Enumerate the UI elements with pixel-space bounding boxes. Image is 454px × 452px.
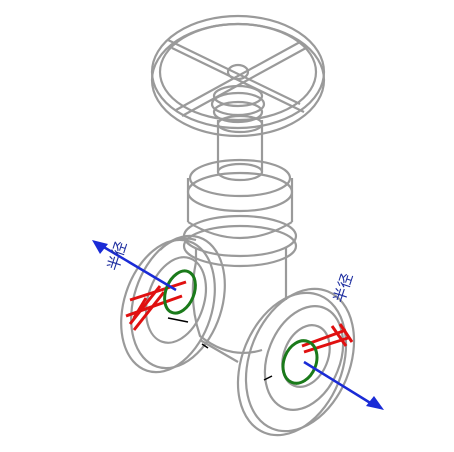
axis-arrow-left [92, 240, 177, 292]
valve-bonnet [182, 158, 298, 268]
flange-right [236, 287, 356, 437]
axis-arrow-right [303, 360, 384, 410]
handwheel [150, 14, 326, 138]
flange-left [120, 234, 226, 374]
valve-stem [216, 114, 264, 182]
radius-marker-right [301, 323, 354, 354]
centerline [167, 317, 273, 381]
radius-marker-left [125, 280, 187, 331]
port-circle-left [163, 269, 197, 315]
